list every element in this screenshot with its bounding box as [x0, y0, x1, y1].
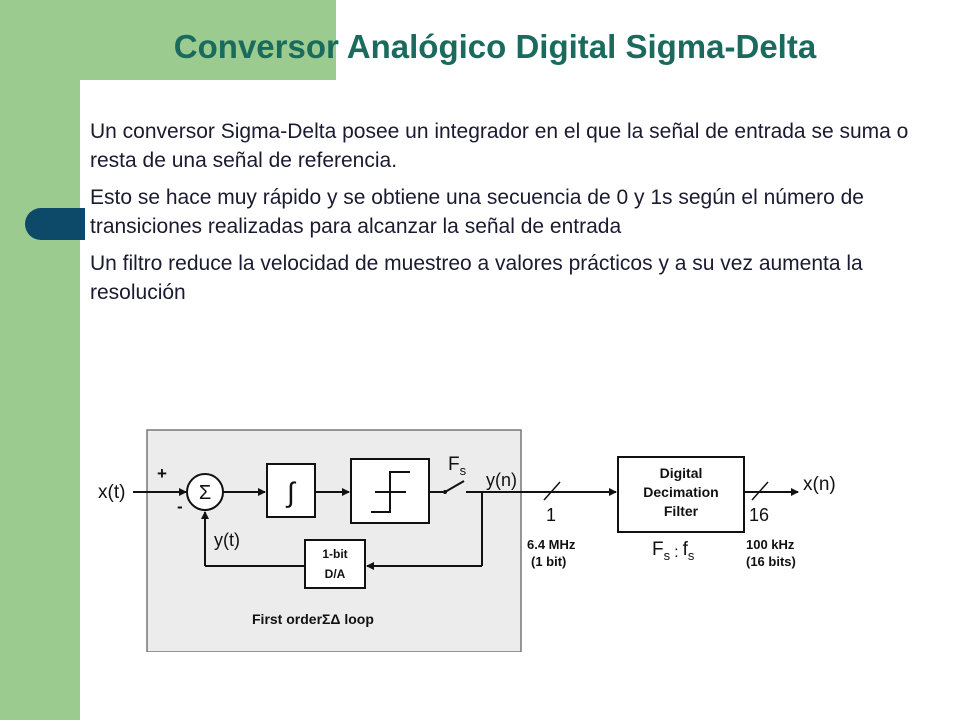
minus-sign: -	[177, 497, 183, 516]
decimation-ratio: Fs:fs	[652, 539, 695, 563]
output-slash	[751, 481, 769, 501]
clock-label: Fs	[448, 454, 467, 478]
modulator-output-label: y(n)	[486, 470, 517, 490]
slide-body: Un conversor Sigma-Delta posee un integr…	[90, 117, 950, 315]
bitstream-rate-line2: (1 bit)	[531, 554, 566, 569]
loop-caption: First orderΣΔ loop	[252, 611, 374, 627]
integrator-symbol: ∫	[285, 477, 297, 508]
output-width: 16	[749, 505, 769, 525]
paragraph-integrator: Un conversor Sigma-Delta posee un integr…	[90, 120, 909, 172]
bitstream-slash	[543, 481, 561, 501]
integrator-block	[266, 463, 316, 518]
slide-title: Conversor Analógico Digital Sigma-Delta	[173, 28, 817, 65]
output-label: x(n)	[803, 474, 836, 495]
left-decorative-bar	[0, 0, 80, 720]
rounded-corner-accent	[80, 80, 144, 144]
dac-block	[304, 539, 366, 589]
filter-label-line1: Digital	[660, 465, 703, 481]
bitstream-rate-line1: 6.4 MHz	[527, 537, 576, 552]
bitstream-width: 1	[546, 505, 556, 525]
paragraph-filter: Un filtro reduce la velocidad de muestre…	[90, 252, 863, 304]
plus-sign: +	[157, 464, 167, 483]
top-decorative-block	[80, 0, 336, 80]
dac-label-line2: D/A	[325, 567, 346, 581]
decimation-filter-block	[617, 456, 745, 533]
input-label: x(t)	[98, 482, 125, 503]
filter-label-line3: Filter	[664, 503, 699, 519]
output-rate-line1: 100 kHz	[746, 537, 795, 552]
quantizer-step-icon	[371, 471, 410, 513]
sigma-delta-block-diagram: x(t) + - Σ ∫ Fs y(n) 1 6.4 MHz (1 bit) 1…	[98, 429, 836, 652]
side-tab-accent	[25, 208, 85, 240]
sampling-switch	[444, 480, 465, 493]
paragraph-bitstream: Esto se hace muy rápido y se obtiene una…	[90, 186, 864, 238]
feedback-label: y(t)	[214, 530, 240, 550]
filter-label-line2: Decimation	[643, 484, 718, 500]
dac-label-line1: 1-bit	[322, 547, 347, 561]
summer-symbol: Σ	[199, 482, 211, 504]
output-rate-line2: (16 bits)	[746, 554, 796, 569]
